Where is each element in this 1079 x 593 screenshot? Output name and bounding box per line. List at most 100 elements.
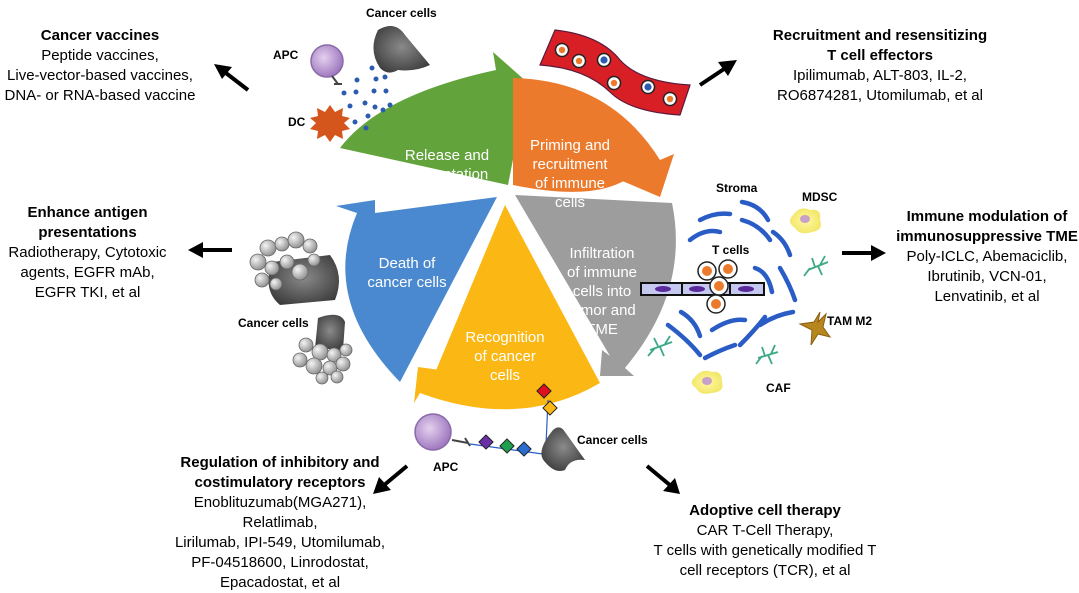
segment-text: Death of [378,255,436,272]
t-cells [697,259,738,314]
segment-priming [513,78,674,197]
therapy-recruitment: Recruitment and resensitizing T cell eff… [750,26,1010,106]
antigen-release-illustration [310,26,430,142]
segment-text: of cancer [474,348,536,365]
label-dc: DC [288,115,306,129]
apc-cell-icon [310,44,344,78]
therapy-line: Enoblituzumab(MGA271), [193,494,367,511]
label-caf: CAF [766,381,791,395]
apoptotic-bodies-1 [249,231,321,291]
therapy-title: Immune modulation of [906,208,1068,225]
therapy-line: Relatlimab, [242,514,318,531]
therapy-cancer-vaccines: Cancer vaccines Peptide vaccines, Live-v… [0,26,200,106]
therapy-title: immunosuppressive TME [896,228,1078,245]
recognition-illustration [414,383,585,471]
segment-label-recognition: Recognition of cancer cells [455,328,555,385]
segment-release [340,52,528,185]
mdsc-cell-bottom-icon [691,370,723,394]
tam-m2-icon [798,311,832,346]
segment-text: cells [554,194,585,211]
segment-infiltration [515,195,676,376]
arrows [188,60,886,494]
segment-text: cancer cells [367,274,447,291]
therapy-adoptive-cell: Adoptive cell therapy CAR T-Cell Therapy… [630,501,900,581]
stroma-fibers [665,199,798,361]
segment-label-death: Death of cancer cells [352,254,462,292]
blood-vessel-illustration [539,29,691,116]
therapy-immune-modulation: Immune modulation of immunosuppressive T… [895,207,1079,307]
segment-label-infiltration: Infiltration of immune cells into tumor … [560,244,644,339]
arrow-to-regulation [373,464,409,494]
therapy-line: Ibrutinib, VCN-01, [927,268,1047,285]
cancer-cell-dying-2-icon [315,314,345,350]
caf-icon-3 [755,344,779,365]
segment-death [336,197,497,382]
therapy-title: Regulation of inhibitory and [180,454,380,471]
segment-recognition [414,205,600,410]
caf-icon-2 [647,335,673,357]
arrow-to-modulation [842,245,886,261]
segment-text: of immune [534,175,606,192]
blood-vessel-cross-section [640,282,765,296]
segment-label-release: Release and presentation of antigens [392,146,502,203]
arrow-to-recruitment [698,60,737,87]
therapy-line: T cells with genetically modified T [653,542,877,559]
antigen-chain [478,383,558,457]
segment-text: tumor and [568,302,636,319]
segment-text: cells into [572,283,632,300]
segment-text: recruitment [532,156,608,173]
therapy-enhance-antigen: Enhance antigen presentations Radiothera… [0,203,175,303]
antigen-dots [341,65,393,131]
cycle-wheel [336,52,676,410]
label-t-cells: T cells [712,243,750,257]
segment-text: of immune [566,264,638,281]
label-cancer-cells-left: Cancer cells [238,316,309,330]
therapy-title: Recruitment and resensitizing [772,27,988,44]
segment-text: Recognition [465,329,545,346]
mdsc-cell-icon [789,208,821,234]
label-stroma: Stroma [716,181,758,195]
segment-text: TME [586,321,618,338]
blood-cells [554,42,678,107]
therapy-line: RO6874281, Utomilumab, et al [777,87,983,104]
dying-cancer-cells-illustration [249,231,353,385]
receptor-icon [331,75,342,85]
arrow-to-antigen [188,242,232,258]
segment-text: of antigens [410,185,484,202]
arrow-to-adoptive [645,464,680,494]
therapy-line: Peptide vaccines, [41,47,159,64]
label-cancer-cells-bottom: Cancer cells [577,433,648,447]
apc-cell-bottom-icon [414,413,452,451]
label-apc-bottom: APC [433,460,459,474]
arrow-to-vaccines [214,64,250,92]
segment-text: presentation [405,166,489,183]
therapy-line: Radiotherapy, Cytotoxic [8,244,167,261]
apoptotic-bodies-2 [292,337,353,385]
therapy-title: Adoptive cell therapy [689,502,841,519]
segment-text: Infiltration [569,245,635,262]
label-apc-top: APC [273,48,299,62]
label-tam-m2: TAM M2 [827,314,873,328]
therapy-line: Lenvatinib, et al [934,288,1040,305]
therapy-line: DNA- or RNA-based vaccine [4,87,196,104]
blood-vessel-icon [539,29,691,116]
caf-cells [647,255,829,365]
receptor-bottom-icon [451,437,471,447]
therapy-regulation-receptors: Regulation of inhibitory and costimulato… [135,453,425,593]
therapy-line: Poly-ICLC, Abemaciclib, [906,248,1068,265]
therapy-line: CAR T-Cell Therapy, [696,522,834,539]
segment-label-priming: Priming and recruitment of immune cells [520,136,620,212]
therapy-line: Live-vector-based vaccines, [7,67,193,84]
therapy-line: PF-04518600, Linrodostat, [191,554,369,571]
segment-text: Release and [404,147,490,164]
therapy-line: Ipilimumab, ALT-803, IL-2, [793,67,967,84]
segment-text: cells [489,367,520,384]
therapy-title: T cell effectors [827,47,933,64]
segment-text: Priming and [529,137,611,154]
therapy-line: cell receptors (TCR), et al [679,562,851,579]
therapy-line: agents, EGFR mAb, [20,264,155,281]
label-cancer-cells-top: Cancer cells [366,6,437,20]
cancer-cell-bottom-icon [541,427,585,471]
therapy-line: Lirilumab, IPI-549, Utomilumab, [174,534,386,551]
